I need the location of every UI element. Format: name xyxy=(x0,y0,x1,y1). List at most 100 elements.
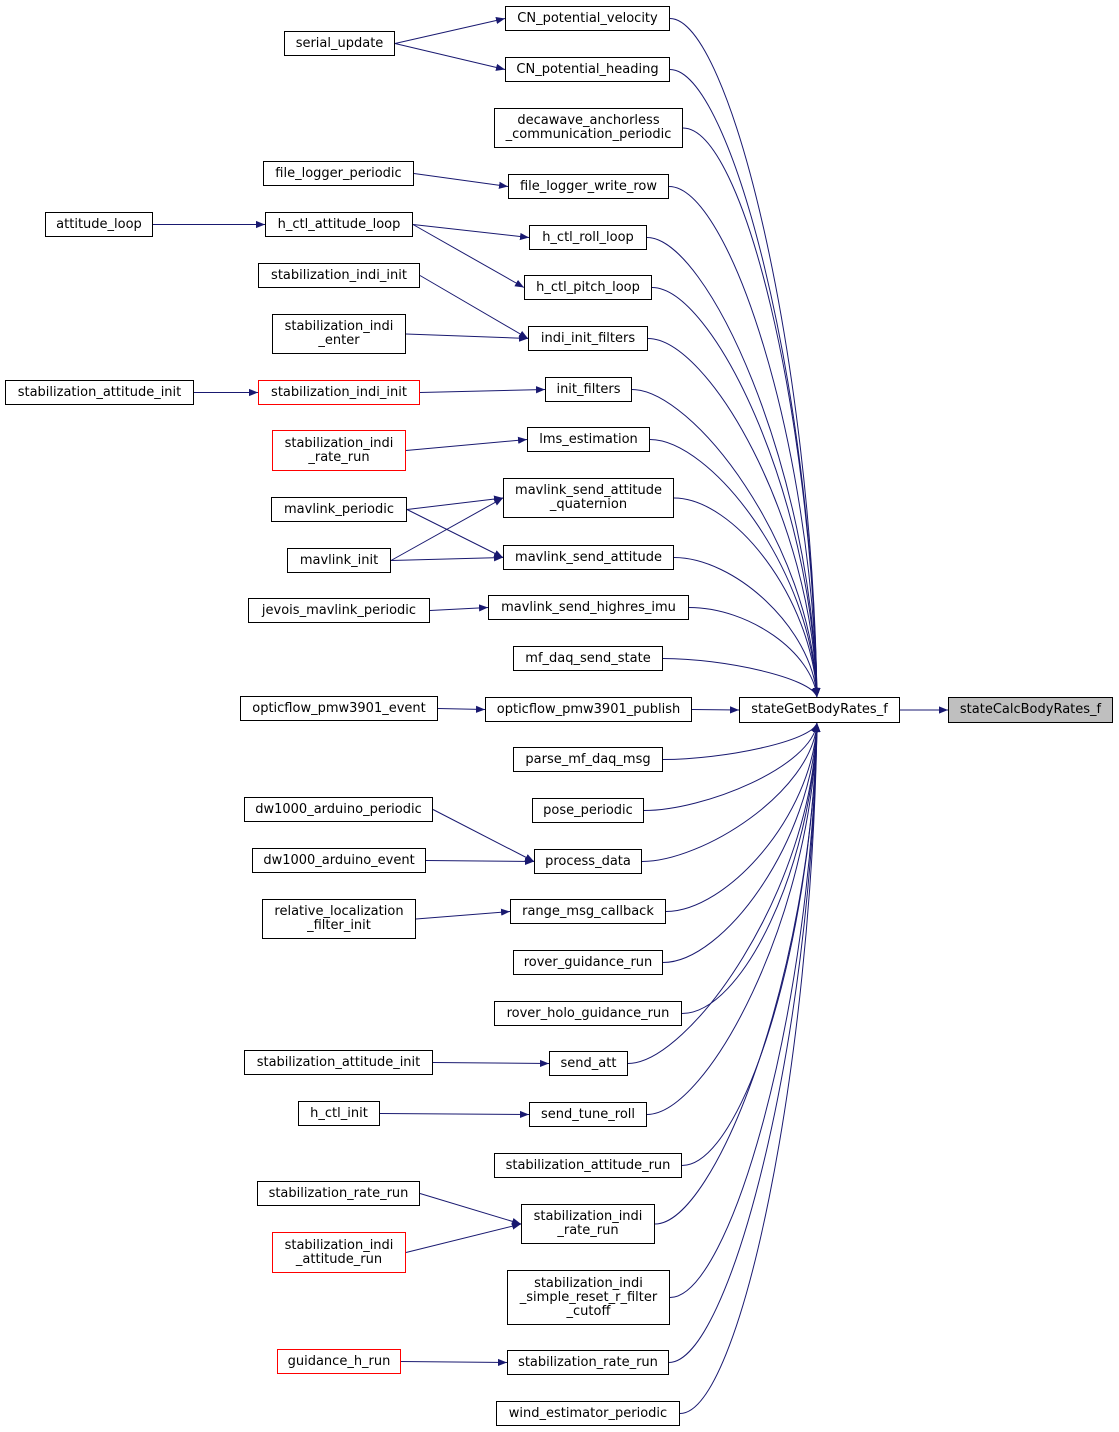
graph-node-label: serial_update xyxy=(295,35,384,51)
graph-node-indi-filters[interactable]: indi_init_filters xyxy=(528,326,648,351)
graph-node-lms[interactable]: lms_estimation xyxy=(527,427,650,452)
graph-node-flog-row[interactable]: file_logger_write_row xyxy=(508,174,669,199)
graph-node-label: parse_mf_daq_msg xyxy=(525,751,651,767)
graph-node-label: jevois_mavlink_periodic xyxy=(261,602,417,618)
edge-init_filters-to-stateget xyxy=(631,389,821,698)
edge-cn_head-to-stateget xyxy=(669,69,821,698)
graph-node-process[interactable]: process_data xyxy=(534,849,642,874)
graph-node-label: dw1000_arduino_periodic xyxy=(255,801,422,817)
graph-node-mfdaq-send[interactable]: mf_daq_send_state xyxy=(513,646,663,671)
graph-node-label: mavlink_periodic xyxy=(284,501,394,517)
graph-node-cn-head[interactable]: CN_potential_heading xyxy=(505,57,670,82)
graph-node-rover-g[interactable]: rover_guidance_run xyxy=(513,950,663,975)
graph-node-srr-l[interactable]: stabilization_rate_run xyxy=(257,1181,420,1206)
graph-node-dw-event[interactable]: dw1000_arduino_event xyxy=(252,848,426,873)
graph-node-cn-vel[interactable]: CN_potential_velocity xyxy=(505,6,670,31)
graph-node-sii1[interactable]: stabilization_indi_init xyxy=(258,263,420,288)
graph-node-label: pose_periodic xyxy=(543,802,633,818)
edge-lms-to-stateget xyxy=(649,439,821,698)
edge-pose-to-stateget xyxy=(643,722,820,811)
edge-siar-to-indi_rate_run_c xyxy=(405,1222,522,1253)
graph-node-stab-att-run[interactable]: stabilization_attitude_run xyxy=(494,1153,682,1178)
edge-mav_quat-to-stateget xyxy=(673,497,821,698)
graph-node-sai-l[interactable]: stabilization_attitude_init xyxy=(244,1050,433,1075)
edge-mav_per-to-mav_quat xyxy=(406,495,504,510)
graph-node-guid-h[interactable]: guidance_h_run xyxy=(277,1349,401,1374)
graph-node-statecalc: stateCalcBodyRates_f xyxy=(948,697,1113,723)
edge-hatt-to-hroll xyxy=(412,224,530,241)
graph-node-mav-att[interactable]: mavlink_send_attitude xyxy=(503,545,674,570)
graph-node-serial[interactable]: serial_update xyxy=(284,31,395,56)
edge-dw_per-to-process xyxy=(432,809,535,862)
edge-hatt-to-hpitch xyxy=(412,224,525,288)
edge-sirr-to-lms xyxy=(405,436,528,451)
graph-node-send-tune[interactable]: send_tune_roll xyxy=(529,1102,647,1127)
graph-node-sii2[interactable]: stabilization_indi_init xyxy=(258,380,420,405)
graph-node-parse-mfdaq[interactable]: parse_mf_daq_msg xyxy=(513,747,663,772)
graph-node-label: mavlink_init xyxy=(299,552,379,568)
graph-node-init-filters[interactable]: init_filters xyxy=(545,377,632,402)
graph-node-label: send_tune_roll xyxy=(540,1106,636,1122)
graph-node-label: stabilization_indi _attitude_run xyxy=(284,1237,394,1267)
edge-rover_holo-to-stateget xyxy=(681,722,821,1014)
graph-node-of-event[interactable]: opticflow_pmw3901_event xyxy=(240,696,438,721)
edge-mav_per-to-mav_att xyxy=(406,509,504,558)
graph-node-label: stabilization_rate_run xyxy=(268,1185,409,1201)
graph-node-label: stabilization_indi _simple_reset_r_filte… xyxy=(519,1275,658,1319)
edge-sii1-to-indi_filters xyxy=(419,275,529,339)
edge-mav_imu-to-stateget xyxy=(688,607,820,698)
edge-hpitch-to-stateget xyxy=(651,287,821,698)
graph-node-label: decawave_anchorless _communication_perio… xyxy=(505,113,672,142)
graph-node-hpitch[interactable]: h_ctl_pitch_loop xyxy=(524,275,652,300)
graph-node-label: file_logger_write_row xyxy=(519,178,658,194)
graph-node-flog-per[interactable]: file_logger_periodic xyxy=(263,161,414,186)
graph-node-label: stabilization_attitude_init xyxy=(256,1054,421,1070)
graph-node-jevois[interactable]: jevois_mavlink_periodic xyxy=(248,598,430,623)
edge-stab_rate_run_c-to-stateget xyxy=(668,722,821,1363)
graph-node-hctl-init[interactable]: h_ctl_init xyxy=(298,1101,380,1126)
graph-node-indi-rate-run-c[interactable]: stabilization_indi _rate_run xyxy=(521,1204,655,1244)
graph-node-label: wind_estimator_periodic xyxy=(508,1405,668,1421)
graph-node-att-loop[interactable]: attitude_loop xyxy=(45,212,153,237)
graph-node-hatt[interactable]: h_ctl_attitude_loop xyxy=(265,212,413,237)
graph-node-sai-far[interactable]: stabilization_attitude_init xyxy=(5,380,194,405)
graph-node-stateget[interactable]: stateGetBodyRates_f xyxy=(739,697,900,723)
graph-node-label: h_ctl_pitch_loop xyxy=(536,279,640,295)
edge-send_att-to-stateget xyxy=(627,722,821,1064)
graph-node-wind[interactable]: wind_estimator_periodic xyxy=(496,1401,680,1426)
graph-node-mav-init[interactable]: mavlink_init xyxy=(287,548,391,573)
graph-node-rel-loc[interactable]: relative_localization _filter_init xyxy=(262,899,416,939)
graph-node-dw-per[interactable]: dw1000_arduino_periodic xyxy=(244,797,433,822)
graph-node-send-att[interactable]: send_att xyxy=(549,1051,628,1076)
graph-node-siar[interactable]: stabilization_indi _attitude_run xyxy=(272,1232,406,1273)
graph-node-sirr[interactable]: stabilization_indi _rate_run xyxy=(272,430,406,471)
graph-node-label: mf_daq_send_state xyxy=(525,650,651,666)
graph-node-sie[interactable]: stabilization_indi _enter xyxy=(272,314,406,354)
graph-node-stab-rate-run-c[interactable]: stabilization_rate_run xyxy=(507,1350,669,1375)
graph-node-indi-simple[interactable]: stabilization_indi _simple_reset_r_filte… xyxy=(507,1270,670,1325)
graph-node-pose[interactable]: pose_periodic xyxy=(532,798,644,823)
edge-serial-to-cn_head xyxy=(394,43,506,71)
graph-node-label: guidance_h_run xyxy=(287,1353,391,1369)
graph-node-label: stabilization_attitude_init xyxy=(17,384,182,400)
graph-node-rover-holo[interactable]: rover_holo_guidance_run xyxy=(494,1001,682,1026)
graph-node-mav-quat[interactable]: mavlink_send_attitude _quaternion xyxy=(503,478,674,518)
graph-node-label: mavlink_send_highres_imu xyxy=(501,599,676,615)
graph-node-label: h_ctl_roll_loop xyxy=(542,229,634,245)
edge-indi_filters-to-stateget xyxy=(647,338,821,698)
graph-node-range-cb[interactable]: range_msg_callback xyxy=(510,899,666,924)
edge-sai_l-to-send_att xyxy=(432,1059,550,1068)
graph-node-label: send_att xyxy=(560,1055,617,1071)
graph-node-decawave[interactable]: decawave_anchorless _communication_perio… xyxy=(494,108,683,148)
graph-node-of-publish[interactable]: opticflow_pmw3901_publish xyxy=(485,697,692,722)
edge-mav_init-to-mav_quat xyxy=(390,497,504,561)
graph-node-hroll[interactable]: h_ctl_roll_loop xyxy=(529,225,647,250)
graph-node-label: rover_guidance_run xyxy=(523,954,653,970)
graph-node-mav-imu[interactable]: mavlink_send_highres_imu xyxy=(488,595,689,620)
edge-flog_per-to-flog_row xyxy=(413,173,509,189)
graph-node-label: stabilization_attitude_run xyxy=(505,1157,671,1173)
graph-node-mav-per[interactable]: mavlink_periodic xyxy=(271,497,407,522)
graph-node-label: dw1000_arduino_event xyxy=(263,852,415,868)
